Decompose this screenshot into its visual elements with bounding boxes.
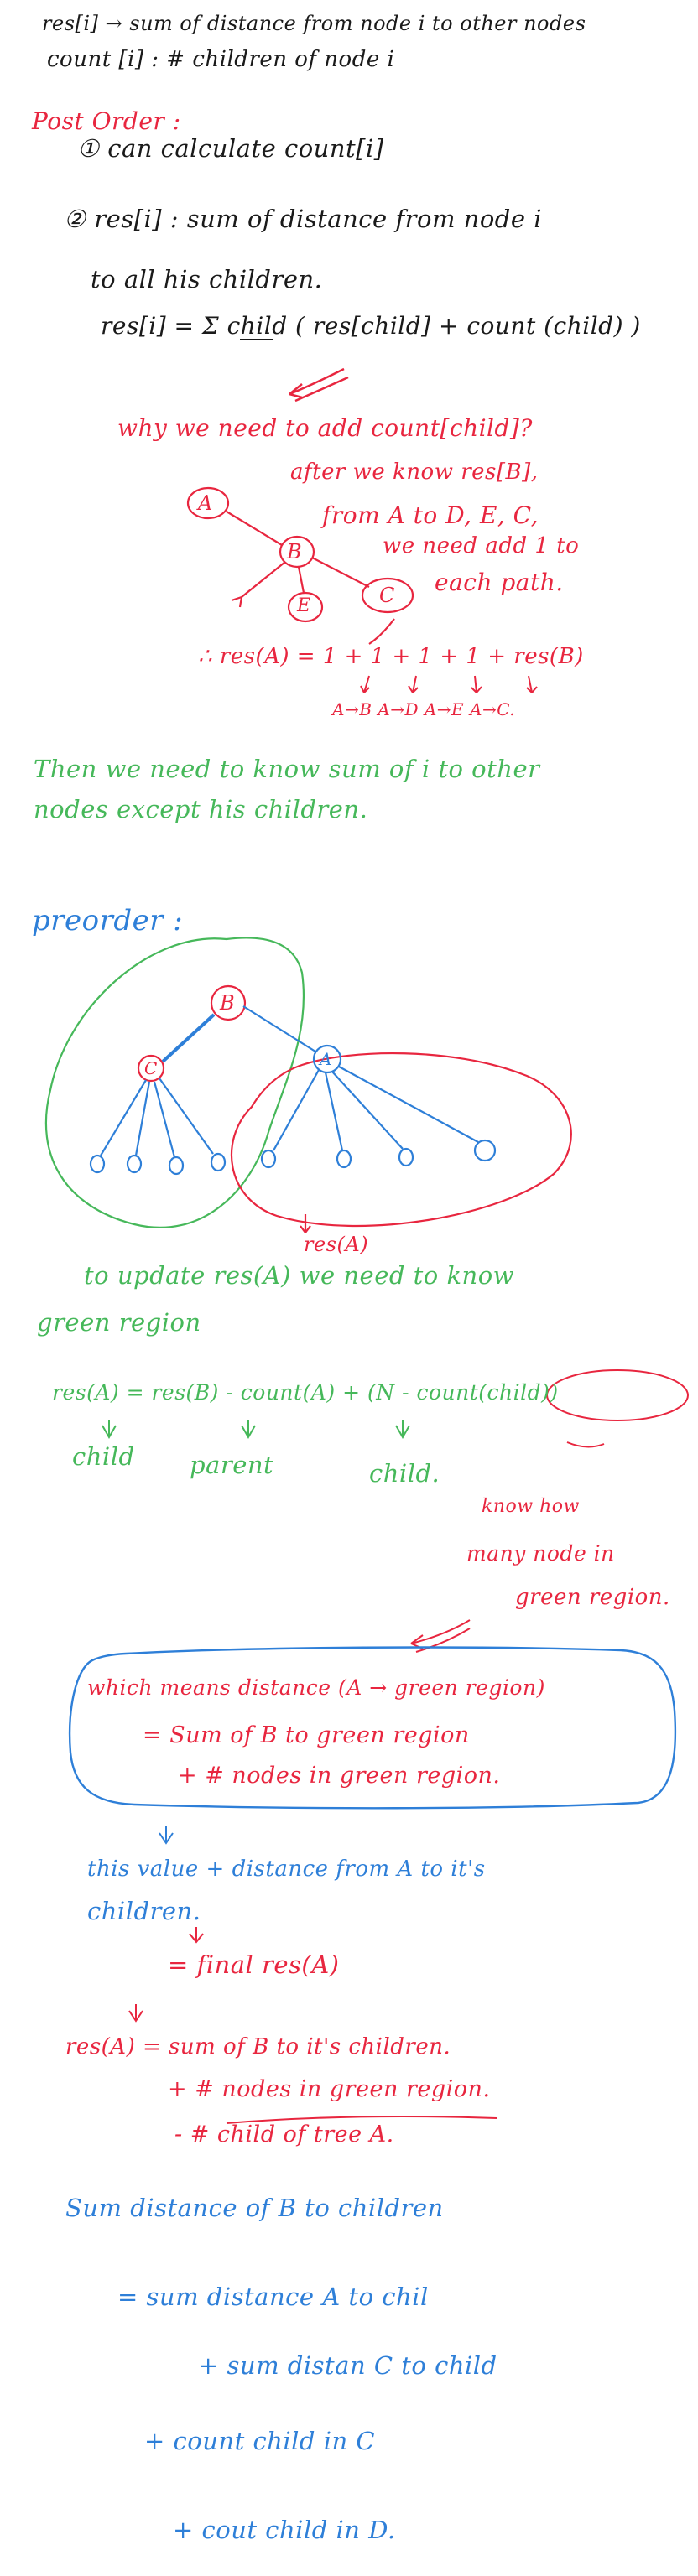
tree1-node-d-arrow — [231, 595, 243, 608]
sum-line2: = sum distance A to chil — [117, 2283, 429, 2311]
tree1-edge-be — [297, 566, 305, 594]
sum-line5: + cout child in D. — [173, 2516, 396, 2544]
pre-label-b: B — [220, 991, 236, 1015]
formula2-child2: child. — [369, 1459, 440, 1488]
resA-line3: - # child of tree A. — [174, 2122, 394, 2148]
tree1-node-b — [279, 535, 315, 569]
red-curl-arrow — [368, 618, 395, 645]
arrow-to-question-2 — [294, 376, 349, 402]
formula2-eq: res(A) = res(B) - count(A) + (N - count(… — [52, 1380, 559, 1405]
def-res: res[i] → sum of distance from node i to … — [42, 12, 586, 35]
why-equation: ∴ res(A) = 1 + 1 + 1 + 1 + res(B) — [198, 644, 584, 669]
formula2-child1: child — [72, 1442, 135, 1471]
pre-node-c — [137, 1054, 165, 1083]
why-each-path: each path. — [435, 569, 564, 596]
box-line1: which means distance (A → green region) — [87, 1675, 545, 1700]
pre-label-c: C — [144, 1058, 158, 1078]
tree1-node-a — [186, 486, 230, 520]
postorder-title: Post Order : — [32, 107, 181, 135]
this-value-line1: this value + distance from A to it's — [87, 1857, 486, 1882]
lower-annotations — [128, 1826, 497, 2124]
tree1-label-c: C — [379, 584, 395, 607]
formula2-know3: green region. — [515, 1585, 670, 1610]
underline-child-tree-a — [226, 2116, 497, 2124]
box-line3: + # nodes in green region. — [178, 1763, 501, 1789]
tree1-node-c — [361, 577, 414, 614]
tree1-node-e — [287, 591, 324, 623]
red-region — [231, 1052, 572, 1228]
why-we-need: we need add 1 to — [383, 533, 580, 558]
why-from: from A to D, E, C, — [322, 501, 539, 529]
tree1-label-a: A — [198, 491, 213, 515]
pre-node-b — [210, 984, 247, 1021]
preorder-title: preorder : — [32, 904, 184, 937]
why-question: why we need to add count[child]? — [117, 414, 533, 442]
sum-line1: Sum distance of B to children — [65, 2194, 444, 2222]
pre-label-a: A — [320, 1049, 332, 1069]
formula2-know1: know how — [482, 1496, 580, 1517]
tree1-edge-bd — [241, 561, 286, 598]
sum-line3: + sum distan C to child — [198, 2351, 497, 2380]
circled-term — [546, 1369, 689, 1421]
def-count: count [i] : # children of node i — [47, 47, 395, 72]
tree1-edge-ab — [226, 511, 283, 546]
box-line2: = Sum of B to green region — [143, 1722, 470, 1748]
tree1-label-b: B — [287, 540, 303, 564]
pre-res-label: res(A) — [304, 1233, 369, 1256]
tree1-edge-bc — [311, 557, 370, 588]
preorder-diagram — [44, 937, 572, 1233]
update-line2: green region — [37, 1308, 201, 1337]
postorder-step2a: ② res[i] : sum of distance from node i — [64, 205, 543, 233]
tick-arrows — [360, 675, 538, 693]
then-line2: nodes except his children. — [34, 795, 368, 823]
postorder-step1: ① can calculate count[i] — [77, 134, 384, 163]
resA-line2: + # nodes in green region. — [168, 2076, 491, 2102]
formula2-parent: parent — [190, 1451, 274, 1479]
arrow-to-question — [289, 367, 345, 399]
this-value-line3: = final res(A) — [168, 1950, 340, 1979]
why-paths: A→B A→D A→E A→C. — [332, 699, 516, 719]
then-line1: Then we need to know sum of i to other — [34, 755, 540, 783]
this-value-line2: children. — [87, 1897, 201, 1925]
pre-node-a — [312, 1044, 342, 1074]
tree-1 — [186, 486, 414, 645]
why-after: after we know res[B], — [290, 460, 539, 485]
tree1-label-e: E — [297, 595, 311, 616]
postorder-step2b: to all his children. — [91, 265, 323, 293]
resA-line1: res(A) = sum of B to it's children. — [65, 2034, 451, 2059]
postorder-formula: res[i] = Σ child ( res[child] + count (c… — [101, 312, 641, 340]
update-line1: to update res(A) we need to know — [84, 1261, 515, 1290]
sum-line4: + count child in C — [144, 2427, 376, 2455]
blue-box — [68, 1646, 677, 1810]
formula2-know2: many node in — [466, 1541, 615, 1566]
green-region — [44, 937, 305, 1228]
